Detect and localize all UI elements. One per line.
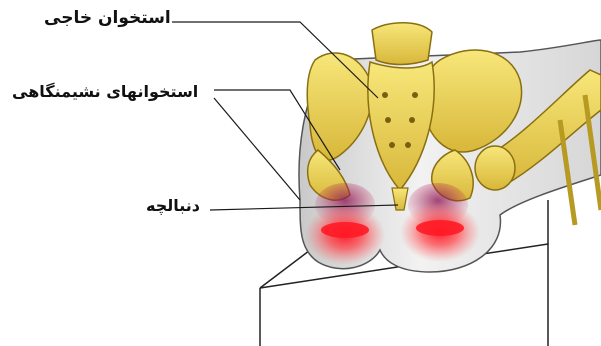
label-coccyx: دنبالچه [146,196,200,215]
label-sacrum: استخوان خاجی [44,8,171,28]
label-ischial-bones: استخوانهای نشیمنگاهی [12,82,198,101]
